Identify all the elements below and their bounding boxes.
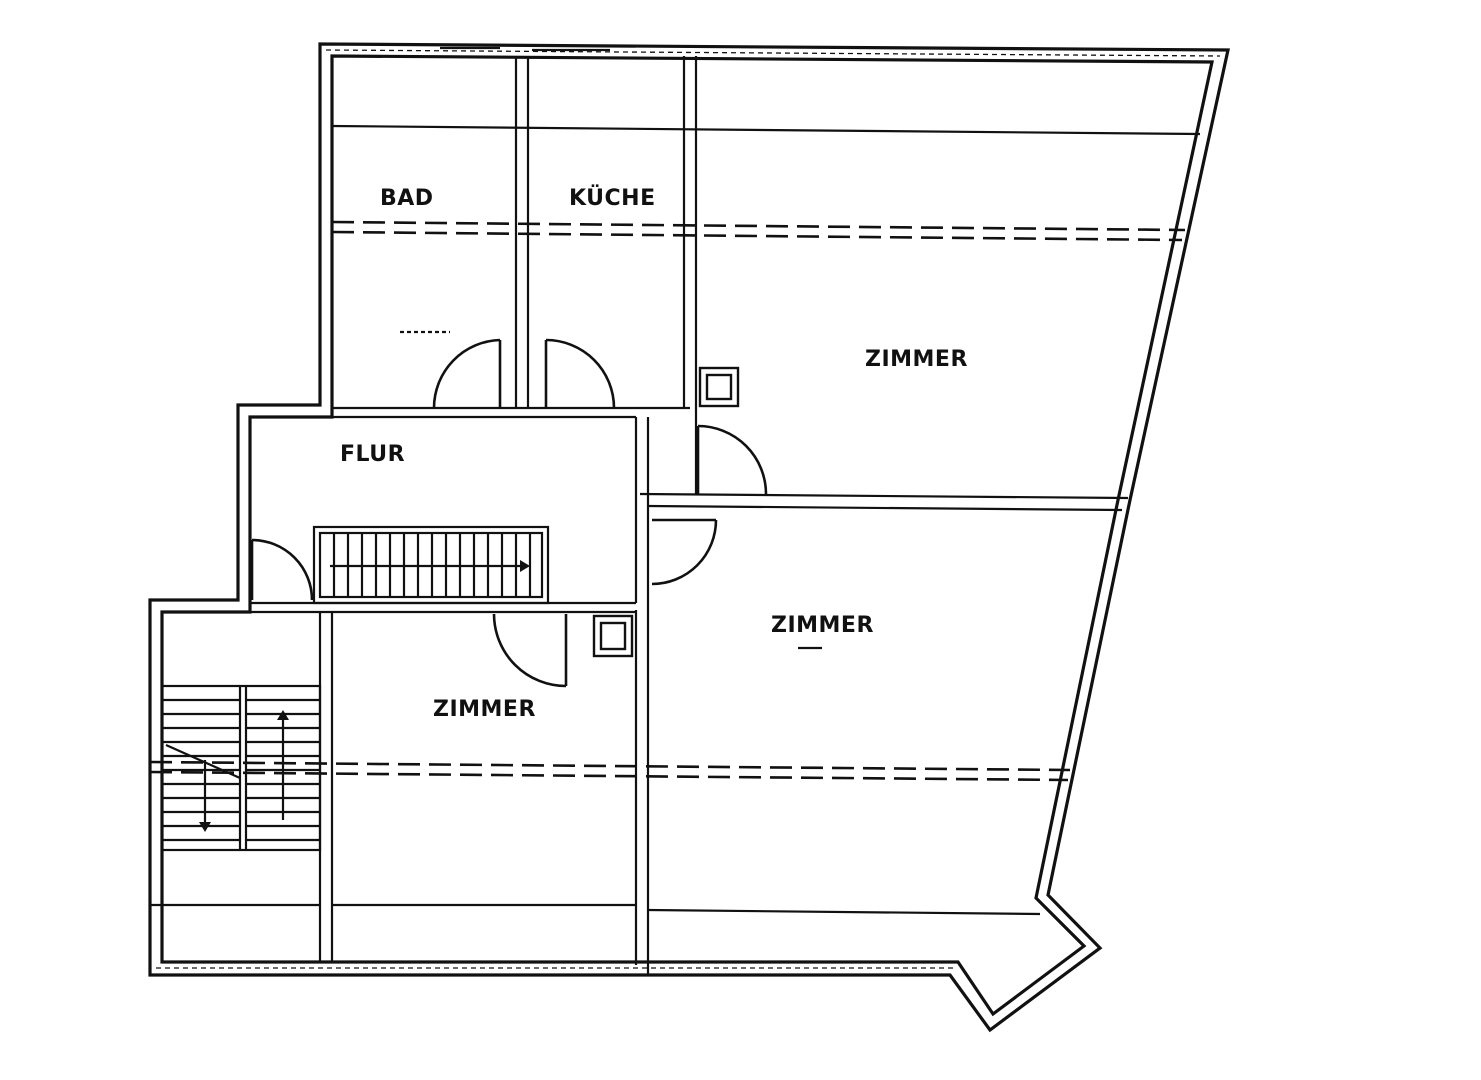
window-marks [400,46,822,650]
room-label-flur: FLUR [340,442,405,467]
room-label-kueche: KÜCHE [569,185,656,211]
main-stair [160,684,322,852]
arrow-icon [199,822,211,832]
door-arc-icon [250,538,314,601]
door-arc-icon [696,424,768,495]
arrow-icon [520,560,530,572]
square-shaft-icon [592,614,634,658]
interior-walls [150,56,1129,975]
arrow-icon [277,710,289,720]
outer-wall [148,42,1230,1033]
square-shaft-icon [698,366,740,408]
flur-stair [312,525,550,605]
door-arc-icon [432,338,502,409]
room-label-bad: BAD [380,186,434,211]
door-arc-icon [492,613,568,688]
door-arc-icon [544,338,616,409]
doors [250,338,768,688]
room-label-zimmer-top: ZIMMER [865,347,968,372]
door-arc-icon [651,518,718,586]
beam-lines [149,124,1201,782]
room-label-zimmer-bottom: ZIMMER [433,697,536,722]
room-label-zimmer-middle: ZIMMER [771,613,874,638]
